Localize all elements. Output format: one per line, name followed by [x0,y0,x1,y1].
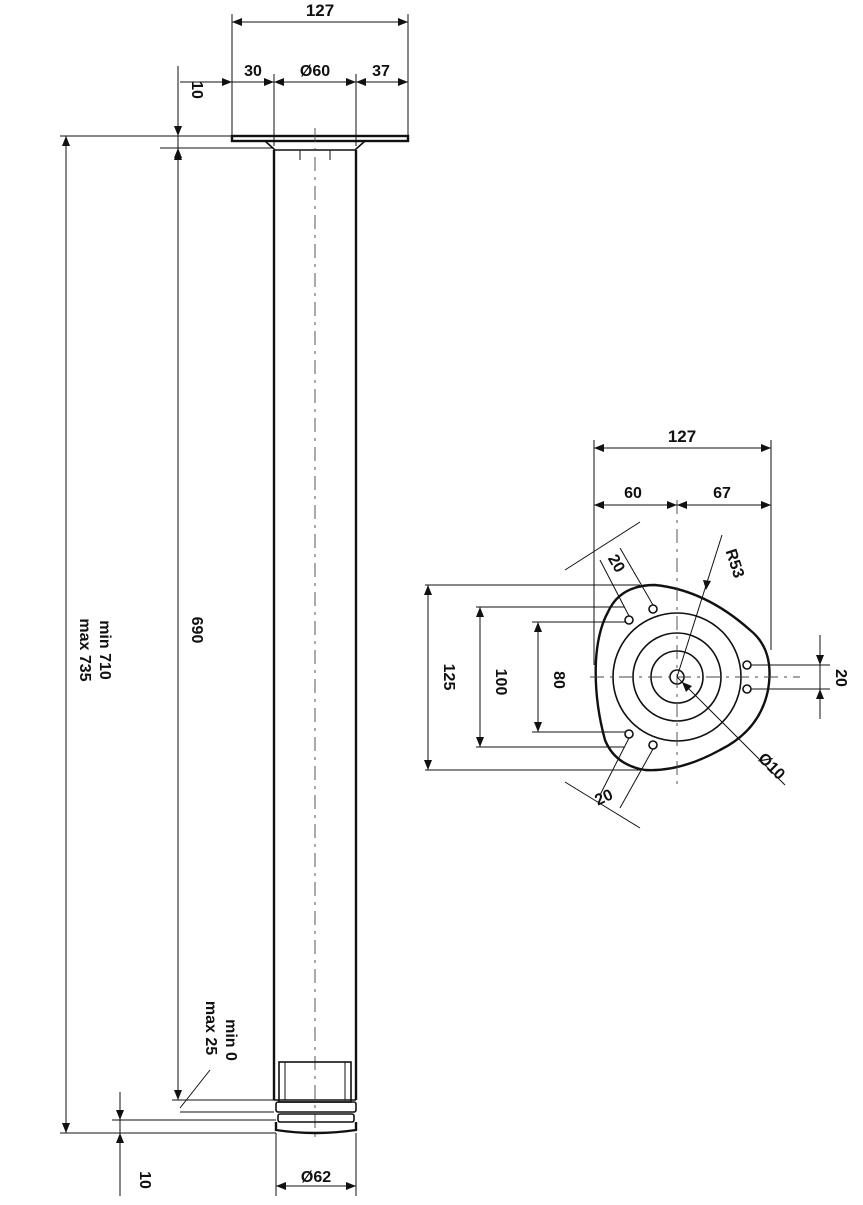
dim-foot-height: 10 [136,1171,153,1189]
plate-outline [594,583,771,772]
dim-flange-right: 37 [372,63,390,80]
dim-top-width: 127 [306,1,334,20]
side-view: 127 30 Ø60 37 10 min 710 max 735 690 [60,1,410,1196]
screw-hole [648,604,658,614]
dim-hole-spacing-top: 20 [604,552,628,576]
center-hole-leader [676,676,786,786]
screw-hole [624,729,634,739]
dim-height-80: 80 [550,671,567,689]
dim-center-hole: Ø10 [754,750,787,783]
screw-hole [624,615,634,625]
dim-total-min: min 710 [96,620,113,680]
plate-view: 127 60 67 R53 20 20 20 [424,427,849,829]
screw-hole [742,684,752,694]
dim-plate-left-part: 60 [624,485,642,502]
leader-line [179,1069,211,1109]
foot-ring [277,1113,355,1123]
dim-adjust-max: max 25 [202,1001,219,1055]
dim-height-125: 125 [440,664,457,691]
dim-plate-right-part: 67 [713,485,731,502]
foot-base [274,1122,358,1135]
dim-plate-thickness: 10 [188,81,205,99]
dim-plate-radius: R53 [722,547,747,580]
screw-hole [648,740,658,750]
dim-flange-left: 30 [244,63,262,80]
dim-hole-top-line [564,521,641,571]
dim-tube-dia-top: Ø60 [300,63,330,80]
mounting-plate [230,134,410,143]
radius-leader [676,534,723,678]
foot-ring [275,1101,357,1113]
dim-total-max: max 735 [76,618,93,681]
dim-hole-spacing-right: 20 [832,669,849,687]
dim-adjust-min: min 0 [222,1019,239,1061]
dim-height-100: 100 [492,669,509,696]
screw-hole [742,660,752,670]
dim-plate-width: 127 [668,427,696,446]
dim-foot-diameter: Ø62 [301,1169,331,1186]
dim-tube-length: 690 [188,617,205,644]
dim-hole-bottom-line [564,781,641,829]
ext-line [619,748,654,809]
ext-line [619,547,654,606]
dim-hole-spacing-bottom: 20 [592,786,615,809]
